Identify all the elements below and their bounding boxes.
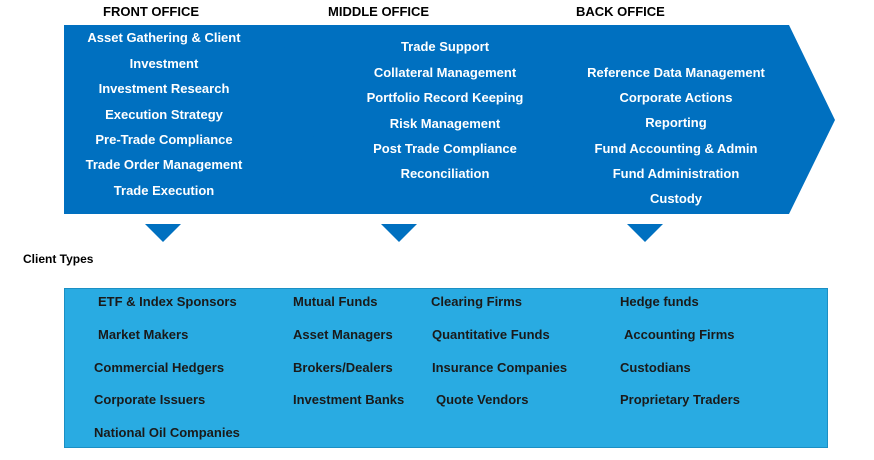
client-types-label: Client Types xyxy=(23,252,94,266)
back-office-title: BACK OFFICE xyxy=(576,4,665,19)
middle-office-item: Portfolio Record Keeping xyxy=(366,90,524,105)
office-chevrons xyxy=(64,25,835,242)
client-type: Asset Managers xyxy=(293,327,393,342)
client-type: National Oil Companies xyxy=(94,425,240,440)
middle-office-item: Collateral Management xyxy=(373,65,517,80)
client-type: Commercial Hedgers xyxy=(94,360,225,375)
back-office-item: Fund Administration xyxy=(612,166,740,181)
middle-office-item: Post Trade Compliance xyxy=(373,141,517,156)
back-office-item: Fund Accounting & Admin xyxy=(594,141,758,156)
front-office-items: Asset Gathering & Client Investment Inve… xyxy=(64,0,264,214)
client-type: Clearing Firms xyxy=(431,294,523,309)
front-office-item: Trade Execution xyxy=(113,183,215,198)
middle-office-item: Trade Support xyxy=(400,39,490,54)
middle-office-title: MIDDLE OFFICE xyxy=(328,4,430,19)
client-type: ETF & Index Sponsors xyxy=(98,294,237,309)
back-office-item: Reference Data Management xyxy=(587,65,765,80)
front-office-chevron xyxy=(64,25,346,214)
back-office-chevron xyxy=(519,25,835,214)
client-type: Proprietary Traders xyxy=(620,392,740,407)
back-office-item: Reporting xyxy=(645,115,707,130)
middle-office-items: Trade Support Collateral Management Port… xyxy=(345,0,545,214)
client-type: Accounting Firms xyxy=(624,327,735,342)
client-type: Mutual Funds xyxy=(293,294,378,309)
back-office-items: Reference Data Management Corporate Acti… xyxy=(576,0,776,214)
middle-office-item: Reconciliation xyxy=(400,166,490,181)
client-type: Brokers/Dealers xyxy=(293,360,393,375)
client-type: Insurance Companies xyxy=(432,360,568,375)
client-type: Quantitative Funds xyxy=(432,327,550,342)
front-office-down-arrow xyxy=(145,224,181,242)
client-type: Custodians xyxy=(620,360,691,375)
back-office-down-arrow xyxy=(627,224,663,242)
client-type: Market Makers xyxy=(98,327,189,342)
client-types-box: ETF & Index Sponsors Market Makers Comme… xyxy=(64,288,828,448)
front-office-item: Pre-Trade Compliance xyxy=(95,132,233,147)
front-office-item: Execution Strategy xyxy=(105,107,223,122)
front-office-title: FRONT OFFICE xyxy=(103,4,200,19)
client-type: Investment Banks xyxy=(293,392,405,407)
client-type: Quote Vendors xyxy=(436,392,529,407)
middle-office-chevron xyxy=(273,25,592,214)
middle-office-down-arrow xyxy=(381,224,417,242)
back-office-item: Corporate Actions xyxy=(619,90,733,105)
front-office-item: Investment xyxy=(129,56,199,71)
front-office-item: Investment Research xyxy=(98,81,230,96)
front-office-item: Trade Order Management xyxy=(85,157,243,172)
middle-office-item: Risk Management xyxy=(389,116,501,131)
client-type: Hedge funds xyxy=(620,294,699,309)
back-office-item: Custody xyxy=(650,191,702,206)
client-type: Corporate Issuers xyxy=(94,392,206,407)
front-office-item: Asset Gathering & Client xyxy=(87,30,241,45)
